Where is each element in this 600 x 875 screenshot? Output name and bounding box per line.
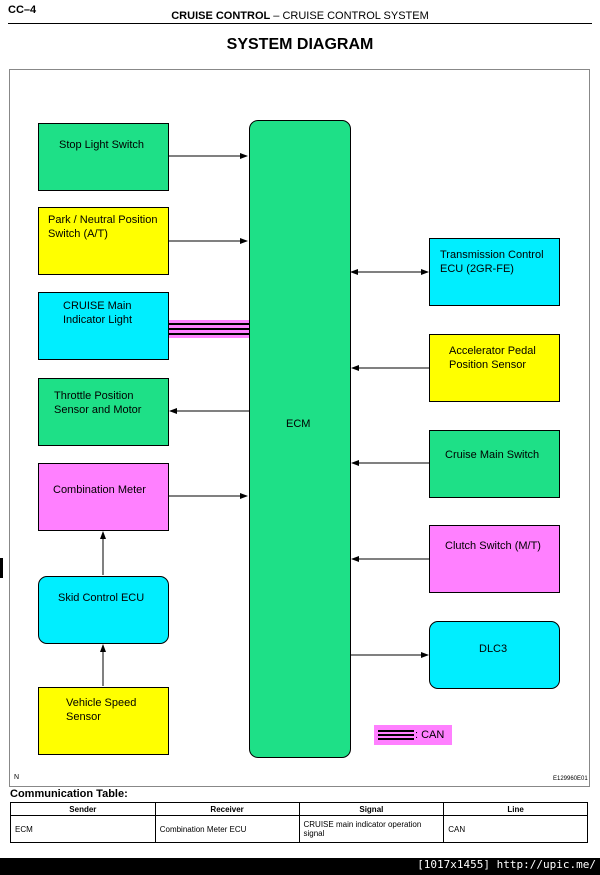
cell-receiver: Combination Meter ECU — [154, 815, 300, 843]
clutch-switch-label: Clutch Switch (M/T) — [445, 540, 541, 552]
throttle-position-sensor-label: Throttle Position Sensor and Motor — [54, 390, 142, 416]
header-section: CRUISE CONTROL — [171, 10, 271, 22]
can-legend-swatch — [374, 725, 452, 745]
vehicle-speed-sensor-label: Vehicle Speed Sensor — [66, 697, 137, 723]
page-title: SYSTEM DIAGRAM — [226, 36, 374, 53]
transmission-control-ecu-block: Transmission Control ECU (2GR-FE) — [429, 238, 560, 306]
header-system: CRUISE CONTROL SYSTEM — [282, 10, 429, 22]
skid-control-ecu-label: Skid Control ECU — [58, 592, 145, 604]
header-receiver: Receiver — [154, 802, 300, 816]
comm-table-title: Communication Table: — [10, 788, 128, 800]
corner-mark: N — [14, 774, 20, 781]
vehicle-speed-sensor-block: Vehicle Speed Sensor — [38, 687, 169, 755]
ecm-block: ECM — [249, 120, 351, 758]
ecm-label: ECM — [286, 418, 311, 430]
dlc3-block: DLC3 — [429, 621, 560, 689]
stop-light-switch-block: Stop Light Switch — [38, 123, 169, 191]
comm-table-header-row: Sender Receiver Signal Line — [10, 802, 588, 816]
cruise-main-indicator-block: CRUISE Main Indicator Light — [38, 292, 169, 360]
figure-code: E129960E01 — [553, 776, 588, 782]
transmission-control-ecu-label: Transmission Control ECU (2GR-FE) — [440, 249, 544, 275]
header-separator: – — [270, 10, 283, 22]
accelerator-pedal-sensor-block: Accelerator Pedal Position Sensor — [429, 334, 560, 402]
cell-line: CAN — [443, 815, 588, 843]
comm-table: Sender Receiver Signal Line ECM Combinat… — [10, 802, 588, 843]
can-legend-label: : CAN — [415, 729, 445, 741]
header-line: Line — [443, 802, 588, 816]
cruise-main-switch-label: Cruise Main Switch — [445, 449, 540, 461]
skid-control-ecu-block: Skid Control ECU — [38, 576, 169, 644]
header-title: CRUISE CONTROL – CRUISE CONTROL SYSTEM — [0, 10, 600, 22]
image-stamp: [1017x1455] http://upic.me/ — [417, 858, 596, 871]
clutch-switch-block: Clutch Switch (M/T) — [429, 525, 560, 593]
header-sender: Sender — [10, 802, 156, 816]
combination-meter-label: Combination Meter — [53, 484, 146, 496]
side-mark — [0, 558, 3, 578]
header-rule — [8, 23, 592, 24]
table-row: ECM Combination Meter ECU CRUISE main in… — [10, 815, 588, 843]
accelerator-pedal-sensor-label: Accelerator Pedal Position Sensor — [449, 345, 536, 371]
throttle-position-sensor-block: Throttle Position Sensor and Motor — [38, 378, 169, 446]
sheet-id: CC–4 — [8, 4, 37, 16]
dlc3-label: DLC3 — [479, 643, 508, 655]
can-bus-line — [169, 320, 249, 338]
header-signal: Signal — [298, 802, 445, 816]
stop-light-switch-label: Stop Light Switch — [59, 139, 144, 151]
cell-sender: ECM — [10, 815, 156, 843]
cell-signal: CRUISE main indicator operation signal — [298, 815, 445, 843]
park-neutral-switch-label: Park / Neutral Position Switch (A/T) — [48, 214, 158, 240]
combination-meter-block: Combination Meter — [38, 463, 169, 531]
cruise-main-switch-block: Cruise Main Switch — [429, 430, 560, 498]
cruise-main-indicator-label: CRUISE Main Indicator Light — [63, 300, 133, 326]
park-neutral-switch-block: Park / Neutral Position Switch (A/T) — [38, 207, 169, 275]
can-legend-lines — [378, 730, 414, 740]
